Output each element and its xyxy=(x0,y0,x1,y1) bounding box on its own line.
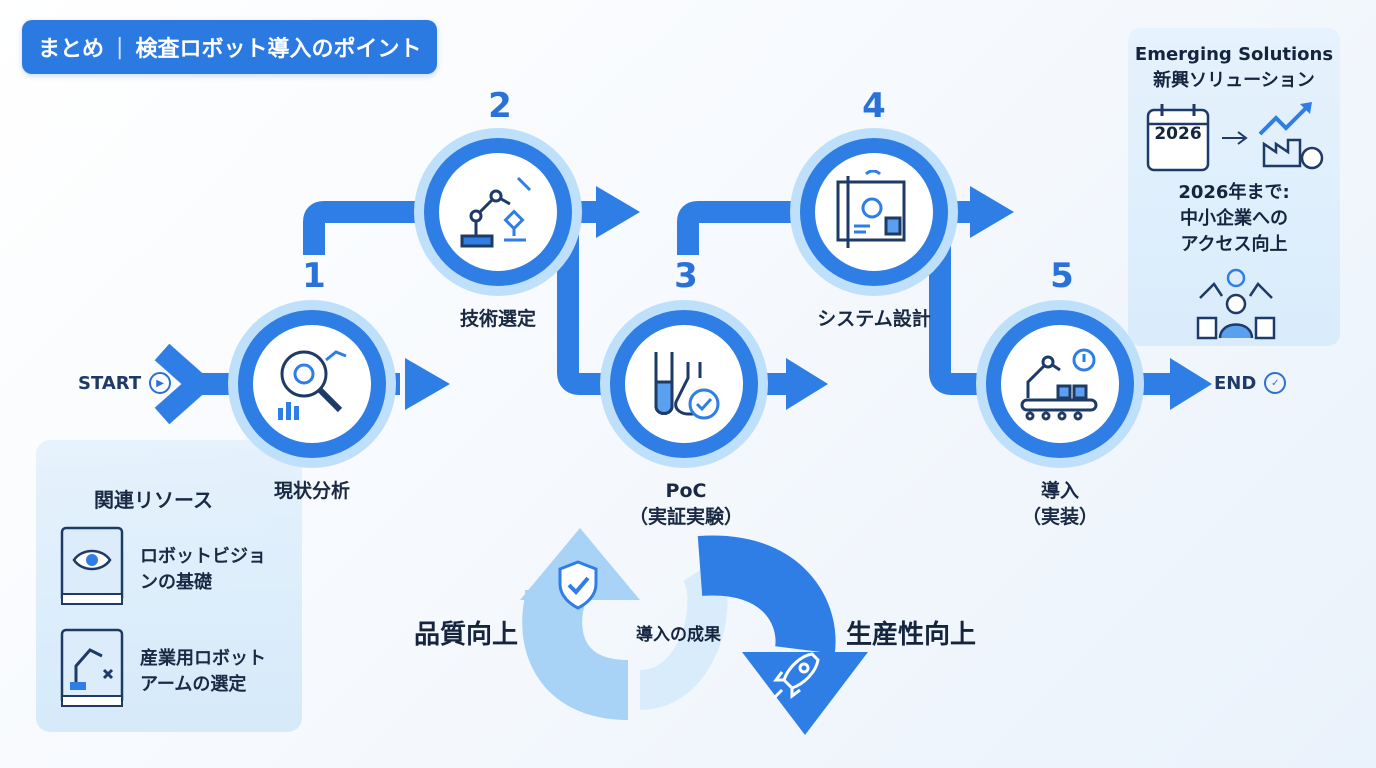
step-3-label: PoC （実証実験） xyxy=(618,478,754,530)
flow-segment-2-3 xyxy=(557,212,790,395)
title-right: 検査ロボット導入のポイント xyxy=(135,37,422,62)
arrow-3 xyxy=(786,358,828,410)
end-marker: END ✓ xyxy=(1214,372,1287,394)
emerging-description: 2026年まで: 中小企業への アクセス向上 xyxy=(1128,180,1340,258)
emerging-line2: 中小企業への xyxy=(1180,208,1288,229)
resource-item-vision[interactable] xyxy=(58,524,126,612)
emerging-line3: アクセス向上 xyxy=(1180,234,1288,255)
resource-item-robot-arm[interactable] xyxy=(58,626,126,714)
step-1-number: 1 xyxy=(302,256,326,296)
title-left: まとめ xyxy=(38,37,105,62)
step-5-label-sub: （実装） xyxy=(1021,506,1098,528)
robot-arm-book-icon xyxy=(60,628,124,707)
quality-arrow-body xyxy=(522,590,630,720)
play-icon: ▶ xyxy=(149,372,172,394)
end-label: END xyxy=(1214,372,1257,394)
robot-conveyor-icon xyxy=(1020,348,1098,421)
arrow-2 xyxy=(596,186,640,238)
emerging-line1: 2026年まで: xyxy=(1178,182,1290,203)
outcome-quality: 品質向上 xyxy=(414,620,519,650)
step-5-number: 5 xyxy=(1050,256,1074,296)
emerging-panel xyxy=(1128,28,1340,346)
start-marker: START ▶ xyxy=(78,372,172,394)
shield-check-icon xyxy=(558,560,598,610)
resource-vision-line1: ロボットビジョ xyxy=(140,546,266,567)
title-separator: | xyxy=(116,34,124,60)
flow-segment-3-4 xyxy=(677,201,975,255)
step-1-circle xyxy=(228,300,396,468)
blueprint-design-icon xyxy=(836,170,906,248)
step-2-label: 技術選定 xyxy=(459,308,536,330)
title-badge: まとめ | 検査ロボット導入のポイント xyxy=(22,20,438,74)
resource-text-robot-arm[interactable]: 産業用ロボット アームの選定 xyxy=(140,646,266,698)
calendar-icon xyxy=(1146,104,1210,172)
step-4-label: システム設計 xyxy=(817,308,931,330)
start-label: START xyxy=(78,372,142,394)
step-3-circle xyxy=(600,300,768,468)
step-5-circle xyxy=(976,300,1144,468)
lab-flask-check-icon xyxy=(654,352,720,420)
outcome-center: 導入の成果 xyxy=(636,625,721,645)
rocket-icon xyxy=(772,652,820,700)
workers-robots-icon xyxy=(1196,268,1276,340)
arrow-1 xyxy=(405,358,450,410)
step-5-label-main: 導入 xyxy=(1040,480,1079,502)
step-4-number: 4 xyxy=(862,86,886,126)
check-icon: ✓ xyxy=(1264,372,1287,394)
emerging-title-ja: 新興ソリューション xyxy=(1153,70,1315,91)
analysis-magnifier-icon xyxy=(278,350,347,420)
robot-arm-selection-icon xyxy=(460,176,532,248)
step-3-number: 3 xyxy=(674,256,698,296)
step-3-label-sub: （実証実験） xyxy=(628,506,743,528)
step-2-number: 2 xyxy=(488,86,512,126)
resource-text-vision[interactable]: ロボットビジョ ンの基礎 xyxy=(140,544,266,596)
productivity-arrow-body xyxy=(697,535,836,654)
flow-segment-4-5 xyxy=(929,212,1180,395)
flow-segment-1-2 xyxy=(303,201,600,255)
step-4-circle xyxy=(790,128,958,296)
factory-growth-icon xyxy=(1258,102,1324,170)
vision-book-icon xyxy=(60,526,124,605)
step-5-label: 導入 （実装） xyxy=(1010,478,1110,530)
emerging-title: Emerging Solutions 新興ソリューション xyxy=(1128,42,1340,94)
right-arrow-icon xyxy=(1222,131,1248,145)
calendar-year: 2026 xyxy=(1154,124,1202,144)
emerging-title-en: Emerging Solutions xyxy=(1134,44,1334,65)
resources-title: 関連リソース xyxy=(94,488,213,512)
resource-robot-arm-line1: 産業用ロボット xyxy=(140,648,266,669)
productivity-arrow-head xyxy=(742,652,868,735)
step-2-circle xyxy=(414,128,582,296)
arrow-end xyxy=(1170,358,1212,410)
step-1-label: 現状分析 xyxy=(273,480,350,502)
resource-robot-arm-line2: アームの選定 xyxy=(140,674,247,695)
step-3-label-main: PoC xyxy=(665,480,707,502)
resource-vision-line2: ンの基礎 xyxy=(140,572,212,593)
arrow-4 xyxy=(970,186,1014,238)
outcome-productivity: 生産性向上 xyxy=(846,620,977,650)
